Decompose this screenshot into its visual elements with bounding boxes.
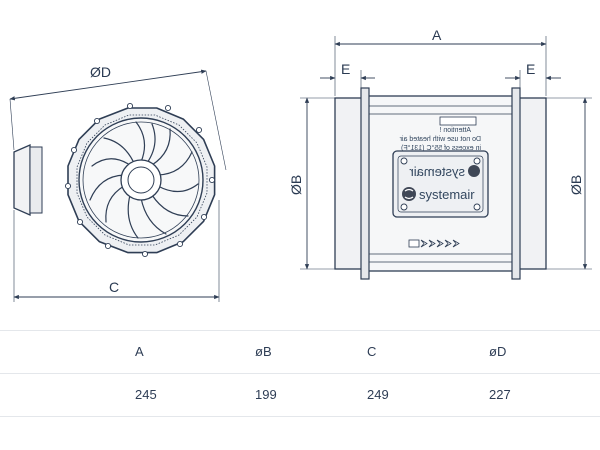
terminal-box xyxy=(13,144,31,216)
brand-logo-mirrored: systemair xyxy=(409,164,465,179)
table-value-b: 199 xyxy=(255,387,277,402)
table-header-d: øD xyxy=(489,344,507,359)
dim-label-a: A xyxy=(432,27,442,43)
warning-line-2: Do not use with heated air xyxy=(399,136,481,143)
dim-label-b-left: ØB xyxy=(288,175,304,195)
dim-label-e-left: E xyxy=(341,61,350,77)
table-header-a: A xyxy=(135,344,144,359)
front-view: ØD C xyxy=(9,64,227,302)
brand-logo: systemair xyxy=(419,187,475,202)
dim-label-c: C xyxy=(109,279,119,295)
dim-label-e-right: E xyxy=(526,61,535,77)
technical-drawing: ØD C Attention ! Do not use with heated … xyxy=(9,27,592,302)
dim-label-d: ØD xyxy=(90,64,111,80)
warning-line-1: Attention ! xyxy=(439,127,471,134)
table-header-b: øB xyxy=(255,344,272,359)
housing-bolts xyxy=(64,102,216,258)
dim-label-b-right: ØB xyxy=(568,175,584,195)
terminal-box-side xyxy=(392,150,489,218)
spigot-left xyxy=(334,97,366,270)
airflow-arrows-icon xyxy=(408,239,460,248)
impeller-blades xyxy=(89,121,199,239)
table-value-d: 227 xyxy=(489,387,511,402)
table-value-c: 249 xyxy=(367,387,389,402)
table-header-c: C xyxy=(367,344,377,359)
warning-line-3: in excess of 55°C (131°F) xyxy=(401,144,481,152)
table-header-row: A øB C øD xyxy=(0,330,600,373)
dimension-table: A øB C øD 245 199 249 227 xyxy=(0,330,600,420)
side-view: Attention ! Do not use with heated air i… xyxy=(288,27,592,280)
table-row: 245 199 249 227 xyxy=(0,373,600,417)
table-value-a: 245 xyxy=(135,387,157,402)
spigot-right xyxy=(515,97,547,270)
